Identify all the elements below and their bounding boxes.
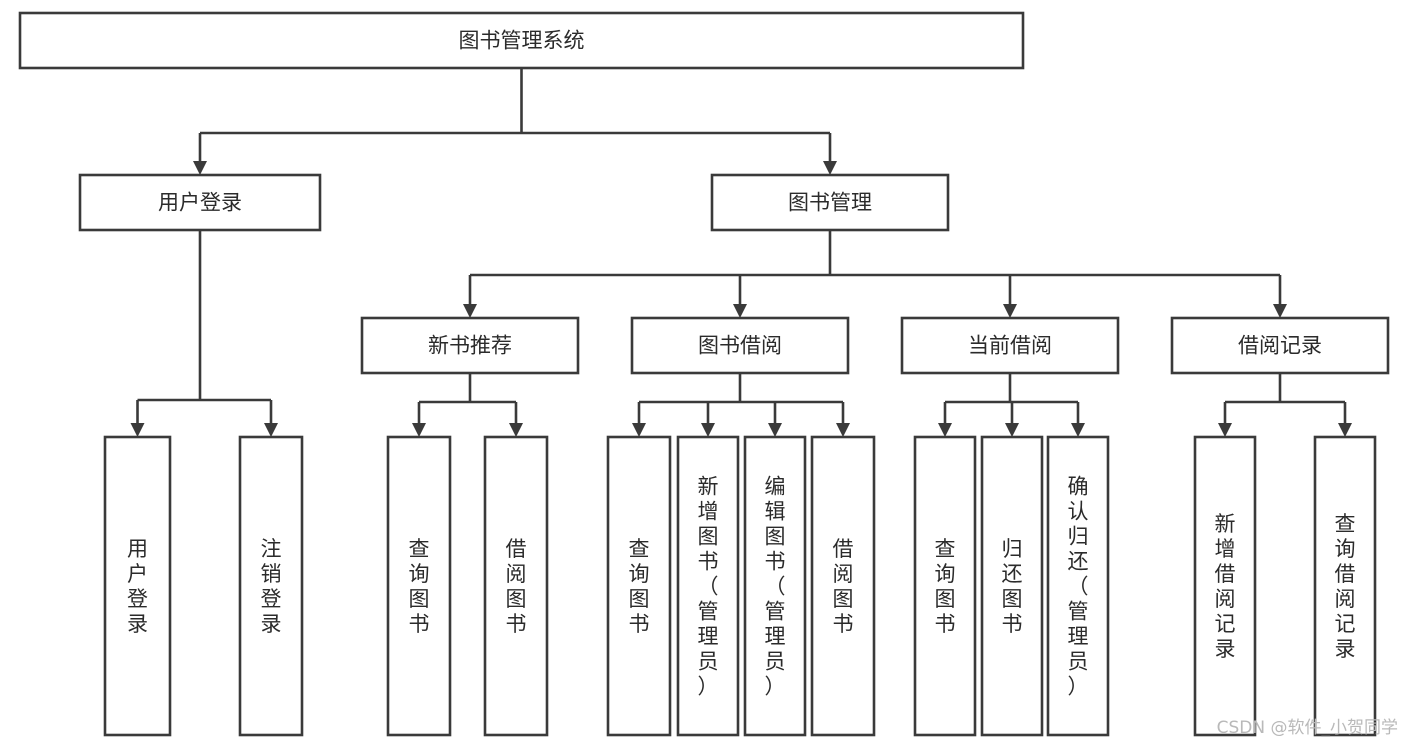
arrow-head-icon — [701, 423, 715, 437]
node-label: 借阅记录 — [1238, 334, 1322, 358]
arrow-head-icon — [1005, 423, 1019, 437]
node-label: 当前借阅 — [968, 334, 1052, 358]
node-box — [360, 316, 580, 375]
node-user-login[interactable]: 用户登录 — [78, 173, 322, 232]
node-box — [386, 435, 452, 737]
node-leaf-borrow-book-2[interactable]: 借阅图书 — [810, 435, 876, 737]
arrow-head-icon — [1003, 304, 1017, 318]
node-leaf-query-record[interactable]: 查询借阅记录 — [1313, 435, 1377, 737]
node-box — [103, 435, 172, 737]
arrow-head-icon — [823, 161, 837, 175]
arrow-head-icon — [1338, 423, 1352, 437]
node-leaf-borrow-book-1[interactable]: 借阅图书 — [483, 435, 549, 737]
node-borrow-record[interactable]: 借阅记录 — [1170, 316, 1390, 375]
arrow-head-icon — [632, 423, 646, 437]
arrow-head-icon — [509, 423, 523, 437]
arrow-head-icon — [768, 423, 782, 437]
node-label: 用户登录 — [127, 537, 148, 636]
node-label: 编辑图书（管理员） — [765, 475, 786, 699]
node-box — [1193, 435, 1257, 737]
node-box — [606, 435, 672, 737]
node-leaf-confirm-return[interactable]: 确认归还（管理员） — [1046, 435, 1110, 737]
arrow-head-icon — [412, 423, 426, 437]
node-box — [710, 173, 950, 232]
node-box — [913, 435, 977, 737]
node-label: 图书管理系统 — [459, 29, 585, 53]
node-new-book-rec[interactable]: 新书推荐 — [360, 316, 580, 375]
node-box — [630, 316, 850, 375]
node-book-borrow[interactable]: 图书借阅 — [630, 316, 850, 375]
arrow-head-icon — [733, 304, 747, 318]
node-leaf-logout[interactable]: 注销登录 — [238, 435, 304, 737]
arrow-head-icon — [193, 161, 207, 175]
node-box — [78, 173, 322, 232]
node-box — [900, 316, 1120, 375]
node-label: 新增图书（管理员） — [698, 475, 719, 699]
arrow-head-icon — [1218, 423, 1232, 437]
node-box — [483, 435, 549, 737]
arrow-head-icon — [1273, 304, 1287, 318]
node-label: 注销登录 — [261, 537, 282, 636]
node-box — [980, 435, 1044, 737]
arrow-head-icon — [463, 304, 477, 318]
node-leaf-add-book[interactable]: 新增图书（管理员） — [676, 435, 740, 737]
node-leaf-query-book-1[interactable]: 查询图书 — [386, 435, 452, 737]
node-book-manage[interactable]: 图书管理 — [710, 173, 950, 232]
node-label: 查询图书 — [629, 537, 650, 636]
node-label: 查询借阅记录 — [1335, 512, 1356, 661]
node-label: 新书推荐 — [428, 334, 512, 358]
node-box — [676, 435, 740, 737]
node-label: 图书管理 — [788, 191, 872, 215]
arrow-head-icon — [264, 423, 278, 437]
node-leaf-return-book[interactable]: 归还图书 — [980, 435, 1044, 737]
node-leaf-user-login[interactable]: 用户登录 — [103, 435, 172, 737]
arrow-head-icon — [938, 423, 952, 437]
node-box — [810, 435, 876, 737]
node-box — [1170, 316, 1390, 375]
node-leaf-edit-book[interactable]: 编辑图书（管理员） — [743, 435, 807, 737]
node-label: 借阅图书 — [506, 537, 527, 636]
node-box — [1313, 435, 1377, 737]
node-box — [18, 11, 1025, 70]
node-label: 图书借阅 — [698, 334, 782, 358]
node-leaf-query-book-2[interactable]: 查询图书 — [606, 435, 672, 737]
arrow-head-icon — [836, 423, 850, 437]
node-label: 借阅图书 — [833, 537, 854, 636]
node-label: 查询图书 — [409, 537, 430, 636]
node-label: 归还图书 — [1002, 537, 1023, 636]
node-label: 确认归还（管理员） — [1068, 475, 1089, 699]
node-label: 新增借阅记录 — [1215, 512, 1236, 661]
csdn-watermark: CSDN @软件_小贺同学 — [1217, 718, 1398, 738]
arrow-head-icon — [1071, 423, 1085, 437]
node-box — [238, 435, 304, 737]
arrow-head-icon — [130, 423, 145, 437]
node-label: 用户登录 — [158, 191, 242, 215]
node-leaf-query-book-3[interactable]: 查询图书 — [913, 435, 977, 737]
node-title[interactable]: 图书管理系统 — [18, 11, 1025, 70]
node-current-borrow[interactable]: 当前借阅 — [900, 316, 1120, 375]
node-box — [743, 435, 807, 737]
node-layer: 图书管理系统用户登录图书管理新书推荐图书借阅当前借阅借阅记录用户登录注销登录查询… — [18, 11, 1390, 737]
node-label: 查询图书 — [935, 537, 956, 636]
node-leaf-add-record[interactable]: 新增借阅记录 — [1193, 435, 1257, 737]
node-box — [1046, 435, 1110, 737]
connector-layer — [130, 68, 1352, 437]
